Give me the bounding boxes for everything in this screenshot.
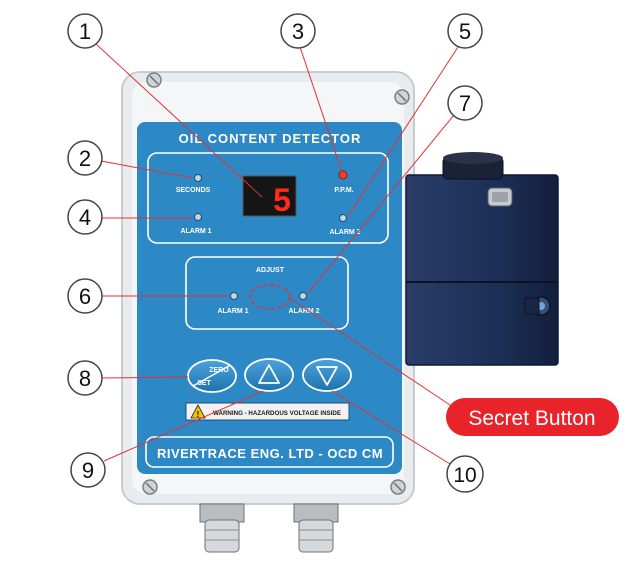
down-button[interactable] bbox=[302, 358, 352, 392]
adjust-title: ADJUST bbox=[256, 267, 285, 274]
callout-6: 6 bbox=[67, 278, 103, 314]
callout-7: 7 bbox=[447, 85, 483, 121]
callout-3: 3 bbox=[280, 13, 316, 49]
ppm-led bbox=[338, 170, 348, 180]
cable-gland-right bbox=[293, 503, 339, 553]
alarm1-label: ALARM 1 bbox=[180, 228, 211, 235]
adjust-alarm2-pot[interactable] bbox=[299, 292, 307, 300]
secret-button-badge: Secret Button bbox=[446, 398, 619, 436]
callout-4: 4 bbox=[67, 199, 103, 235]
callout-10: 10 bbox=[446, 455, 484, 493]
alarm2-label: ALARM 2 bbox=[329, 229, 360, 236]
adjust-section bbox=[185, 256, 349, 330]
warning-text: WARNING - HAZARDOUS VOLTAGE INSIDE bbox=[213, 410, 341, 417]
seconds-led bbox=[194, 174, 202, 182]
callout-3-number: 3 bbox=[292, 19, 304, 44]
up-button[interactable] bbox=[244, 358, 294, 392]
screw-top-left bbox=[146, 72, 162, 88]
alarm1-led bbox=[194, 213, 202, 221]
alarm2-led bbox=[339, 214, 347, 222]
display-reading: 5 bbox=[273, 182, 291, 218]
callout-9: 9 bbox=[70, 452, 106, 488]
callout-2: 2 bbox=[67, 140, 103, 176]
display-section bbox=[147, 152, 389, 244]
adjust-alarm1-label: ALARM 1 bbox=[217, 308, 248, 315]
side-sensor-unit bbox=[405, 152, 559, 366]
svg-text:!: ! bbox=[197, 410, 200, 419]
screw-bottom-left bbox=[142, 479, 158, 495]
zero-set-button[interactable]: ZERO SET bbox=[187, 359, 237, 393]
callout-6-number: 6 bbox=[79, 284, 91, 309]
callout-5: 5 bbox=[447, 13, 483, 49]
callout-8: 8 bbox=[67, 360, 103, 396]
down-arrow-icon bbox=[316, 366, 338, 386]
footer-band bbox=[145, 436, 394, 468]
callout-2-number: 2 bbox=[79, 146, 91, 171]
zero-label: ZERO bbox=[209, 367, 229, 374]
callout-1-number: 1 bbox=[79, 19, 91, 44]
callout-10-number: 10 bbox=[453, 464, 476, 487]
adjust-alarm1-pot[interactable] bbox=[230, 292, 238, 300]
callout-7-number: 7 bbox=[459, 91, 471, 116]
adjust-alarm2-label: ALARM 2 bbox=[288, 308, 319, 315]
footer-text: RIVERTRACE ENG. LTD - OCD CM bbox=[157, 446, 383, 461]
ppm-label: P.P.M. bbox=[334, 187, 353, 194]
screw-top-right bbox=[394, 89, 410, 105]
device-title: OIL CONTENT DETECTOR bbox=[179, 131, 362, 146]
callout-lines bbox=[95, 43, 459, 465]
seven-segment-display bbox=[242, 175, 297, 217]
set-label: SET bbox=[197, 380, 211, 387]
screw-bottom-right bbox=[390, 479, 406, 495]
callout-5-number: 5 bbox=[459, 19, 471, 44]
warning-icon bbox=[190, 404, 206, 419]
callout-9-number: 9 bbox=[82, 458, 94, 483]
cable-gland-left bbox=[199, 503, 245, 553]
secret-button-label: Secret Button bbox=[468, 407, 595, 430]
callout-8-number: 8 bbox=[79, 366, 91, 391]
secret-button-outline[interactable] bbox=[249, 284, 291, 310]
callout-1: 1 bbox=[67, 13, 103, 49]
up-arrow-icon bbox=[258, 364, 280, 384]
callout-4-number: 4 bbox=[79, 205, 91, 230]
seconds-label: SECONDS bbox=[176, 187, 211, 194]
